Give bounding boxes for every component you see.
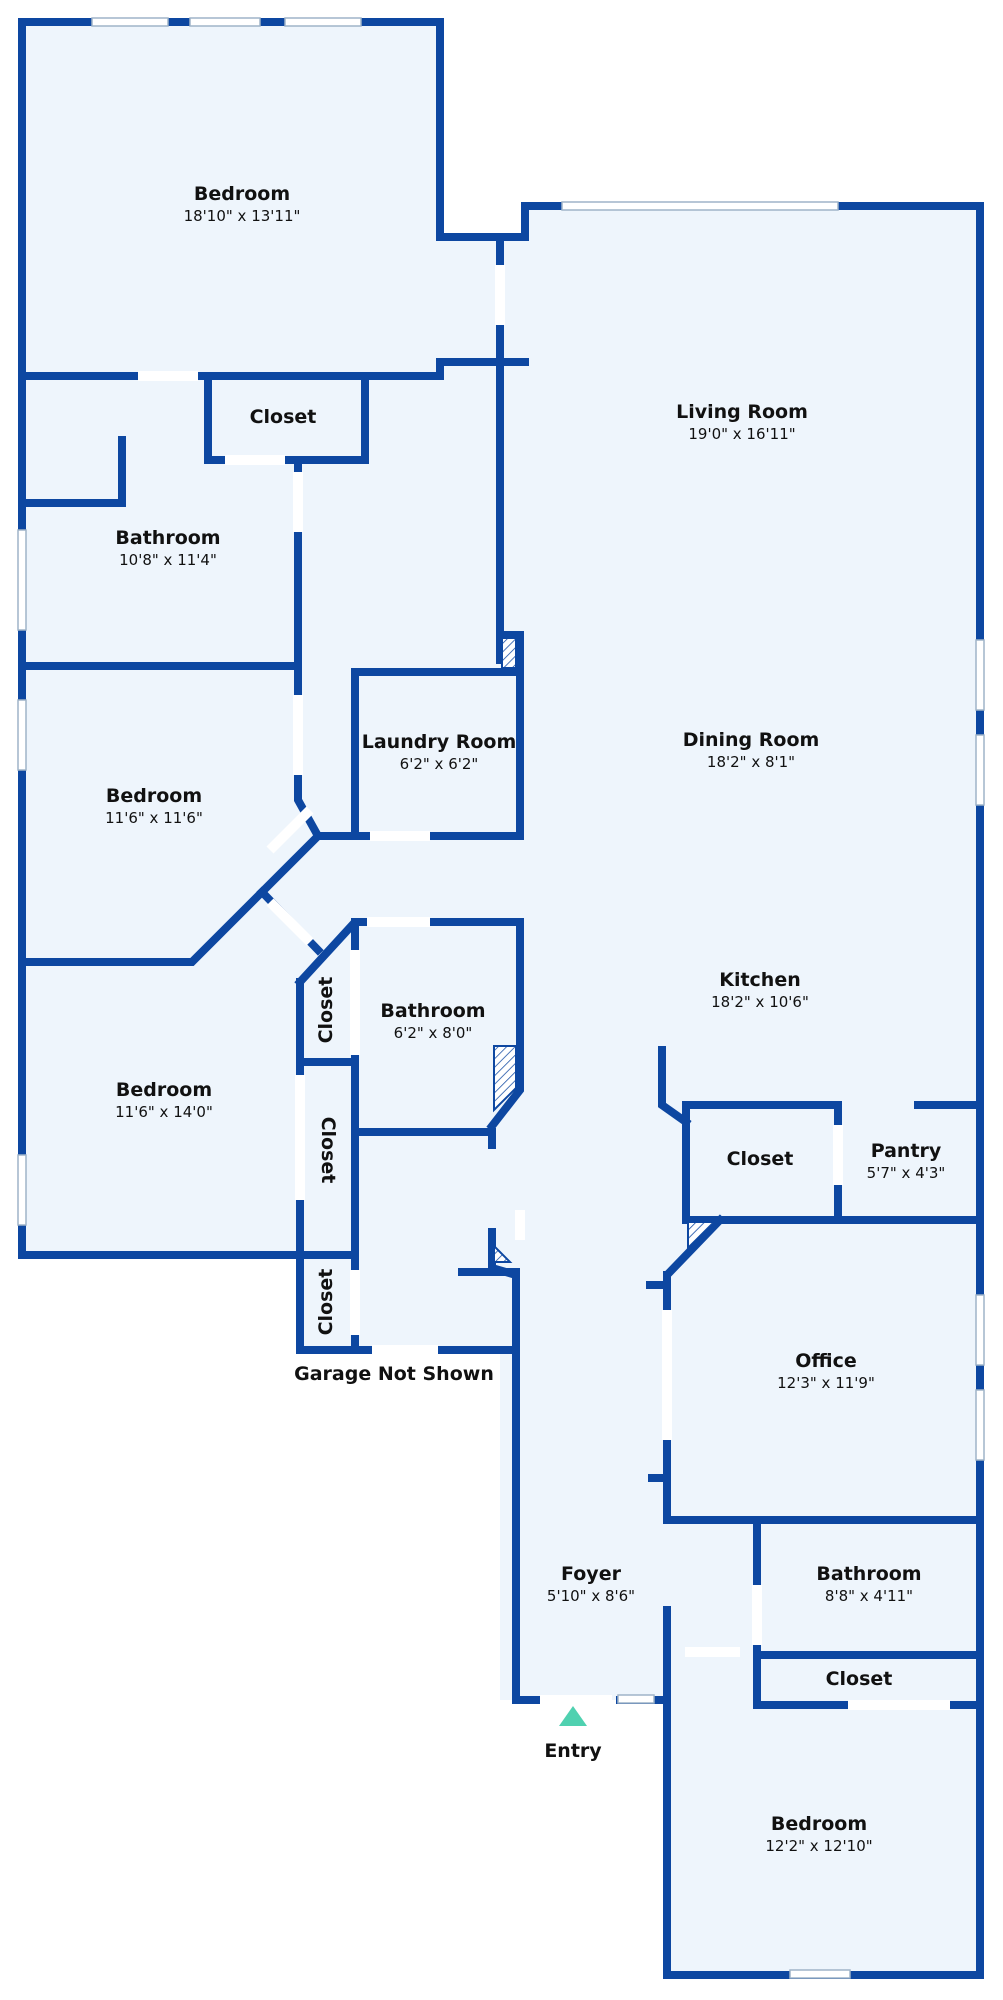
entry-label: Entry <box>544 1740 602 1762</box>
room-label-closet-2: Closet <box>315 977 339 1044</box>
garage-note: Garage Not Shown <box>294 1363 494 1385</box>
room-label-bedroom-2: Bedroom 11'6" x 11'6" <box>105 785 203 828</box>
room-label-closet-3: Closet <box>315 1117 339 1184</box>
room-dimensions: 12'2" x 12'10" <box>765 1836 873 1855</box>
door-openings <box>138 265 950 1710</box>
room-label-bedroom-4: Bedroom 12'2" x 12'10" <box>765 1813 872 1856</box>
room-name: Bedroom <box>770 1812 868 1835</box>
room-name: Bedroom <box>115 1078 213 1101</box>
room-name: Laundry Room <box>361 730 517 753</box>
room-dimensions: 19'0" x 16'11" <box>688 424 796 443</box>
room-name: Bathroom <box>115 526 221 549</box>
room-label-closet-6: Closet <box>826 1668 893 1692</box>
room-name: Closet <box>315 976 338 1044</box>
room-label-office: Office 12'3" x 11'9" <box>777 1350 875 1393</box>
room-dimensions: 8'8" x 4'11" <box>824 1586 914 1605</box>
room-label-foyer: Foyer 5'10" x 8'6" <box>547 1563 635 1606</box>
room-name: Dining Room <box>682 728 820 751</box>
room-dimensions: 5'10" x 8'6" <box>546 1586 636 1605</box>
room-label-bedroom-3: Bedroom 11'6" x 14'0" <box>115 1079 213 1122</box>
room-dimensions: 12'3" x 11'9" <box>777 1373 875 1392</box>
room-name: Bedroom <box>193 182 291 205</box>
room-name: Closet <box>249 406 317 429</box>
room-dimensions: 6'2" x 6'2" <box>399 754 479 773</box>
room-name: Kitchen <box>719 968 801 991</box>
room-name: Bedroom <box>105 784 203 807</box>
room-dimensions: 18'10" x 13'11" <box>183 206 301 225</box>
room-label-closet-5: Closet <box>727 1148 794 1172</box>
room-label-bathroom-1: Bathroom 10'8" x 11'4" <box>115 527 220 570</box>
entry-marker-icon <box>559 1706 587 1726</box>
room-label-dining-room: Dining Room 18'2" x 8'1" <box>683 729 820 772</box>
room-label-living-room: Living Room 19'0" x 16'11" <box>676 401 808 444</box>
room-dimensions: 11'6" x 14'0" <box>115 1102 213 1121</box>
room-name: Bathroom <box>380 999 486 1022</box>
room-name: Closet <box>825 1668 893 1691</box>
room-dimensions: 5'7" x 4'3" <box>866 1163 946 1182</box>
room-dimensions: 10'8" x 11'4" <box>119 550 217 569</box>
room-name: Closet <box>315 1268 338 1336</box>
room-name: Closet <box>316 1116 339 1184</box>
room-label-kitchen: Kitchen 18'2" x 10'6" <box>711 969 809 1012</box>
room-label-bathroom-3: Bathroom 8'8" x 4'11" <box>816 1563 921 1606</box>
room-label-closet-4: Closet <box>315 1269 339 1336</box>
room-label-pantry: Pantry 5'7" x 4'3" <box>867 1140 946 1183</box>
room-label-closet-1: Closet <box>250 406 317 430</box>
room-name: Pantry <box>870 1139 942 1162</box>
room-dimensions: 18'2" x 8'1" <box>706 752 796 771</box>
floor-fills <box>22 22 978 1975</box>
room-name: Foyer <box>561 1562 621 1585</box>
room-name: Closet <box>726 1148 794 1171</box>
room-name: Office <box>795 1349 857 1372</box>
room-dimensions: 6'2" x 8'0" <box>393 1023 473 1042</box>
chases <box>493 637 718 1263</box>
room-label-bathroom-2: Bathroom 6'2" x 8'0" <box>380 1000 485 1043</box>
room-dimensions: 18'2" x 10'6" <box>711 992 809 1011</box>
room-name: Bathroom <box>816 1562 922 1585</box>
room-name: Living Room <box>676 400 808 423</box>
room-label-bedroom-1: Bedroom 18'10" x 13'11" <box>184 183 301 226</box>
room-label-laundry-room: Laundry Room 6'2" x 6'2" <box>362 731 517 774</box>
room-dimensions: 11'6" x 11'6" <box>105 808 203 827</box>
windows <box>17 17 985 1979</box>
